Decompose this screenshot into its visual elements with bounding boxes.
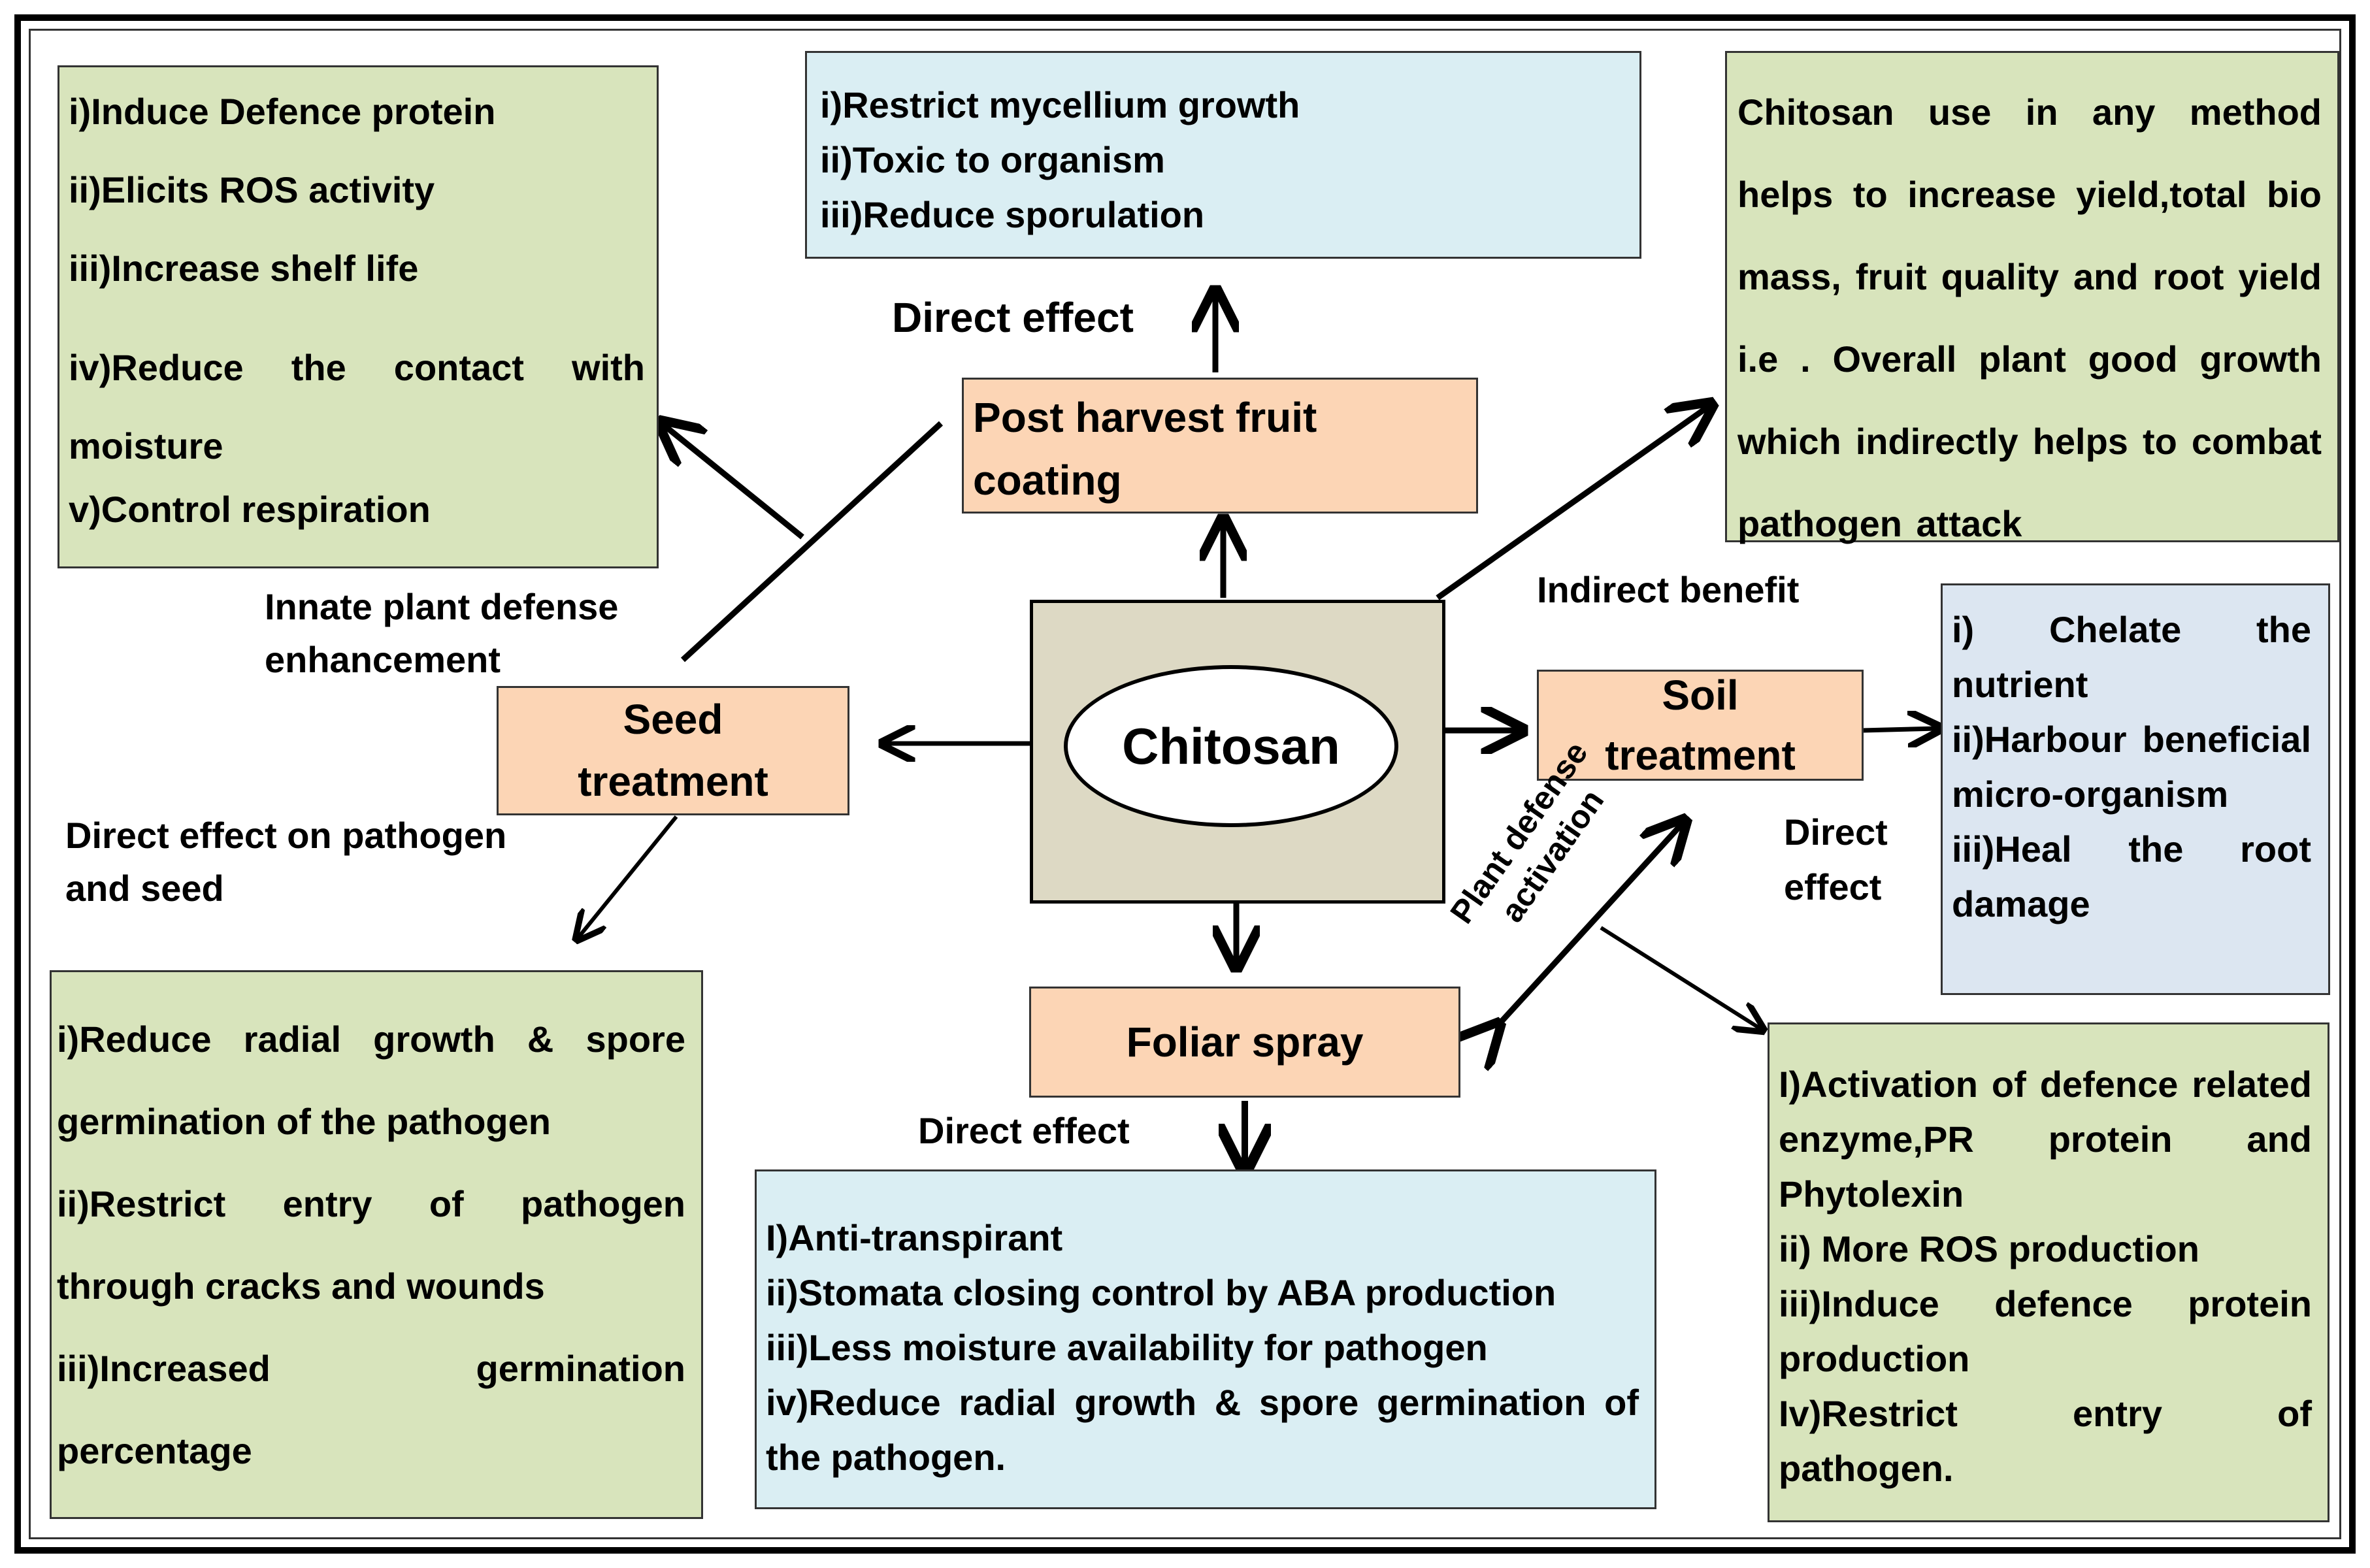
- list-item: ii)Elicits ROS activity: [69, 169, 435, 210]
- top-right-box: Chitosan use in any method helps to incr…: [1725, 51, 2339, 544]
- indirect-benefit-label: Indirect benefit: [1537, 569, 1800, 610]
- post-harvest-box: Post harvest fruit coating: [962, 378, 1478, 514]
- list-item: iii)Reduce sporulation: [820, 194, 1205, 235]
- arrow-to-bottom-left: [578, 815, 678, 938]
- double-arrow-foliar-soil: [1496, 823, 1683, 1027]
- bottom-center-item-2: ii)Stomata closing control by ABA produc…: [766, 1272, 1556, 1313]
- direct-effect-soil-label: Direct effect: [1784, 811, 1888, 907]
- bottom-right-item-2: ii) More ROS production: [1779, 1228, 2199, 1269]
- arrow-to-bottom-right: [1600, 926, 1761, 1029]
- bottom-right-item-1: I)Activation of defence related enzyme,P…: [1779, 1064, 2312, 1215]
- chitosan-label: Chitosan: [1122, 717, 1340, 775]
- direct-effect-pathogen-seed-label: Direct effect on pathogen and seed: [65, 815, 507, 909]
- soil-item-1: i) Chelate the nutrient: [1952, 609, 2311, 705]
- list-item: iii)Increase shelf life: [69, 248, 419, 289]
- bottom-center-item-4: iv)Reduce radial growth & spore germinat…: [766, 1382, 1639, 1478]
- top-center-list: i)Restrict mycellium growth ii)Toxic to …: [820, 78, 1626, 242]
- arrow-to-top-left: [663, 425, 804, 540]
- list-item: v)Control respiration: [69, 488, 431, 530]
- foliar-spray-box: Foliar spray: [1029, 987, 1460, 1098]
- bottom-center-item-3: iii)Less moisture availability for patho…: [766, 1327, 1488, 1368]
- list-item: i)Restrict mycellium growth: [820, 84, 1300, 125]
- arrow-to-top-right: [1436, 406, 1709, 600]
- bottom-left-item-1: i)Reduce radial growth & spore germinati…: [57, 1019, 685, 1142]
- bottom-right-item-3: iii)Induce defence protein production: [1779, 1283, 2312, 1379]
- top-left-list: i)Induce Defence protein ii)Elicits ROS …: [69, 93, 645, 528]
- bottom-left-box: i)Reduce radial growth & spore germinati…: [50, 970, 703, 1519]
- arrow-to-right-soil: [1862, 728, 1937, 730]
- direct-effect-top-label: Direct effect: [892, 294, 1134, 341]
- right-soil-box: i) Chelate the nutrient ii)Harbour benef…: [1941, 583, 2330, 995]
- diagonal-post-harvest-seed: [680, 421, 944, 662]
- top-center-box: i)Restrict mycellium growth ii)Toxic to …: [805, 51, 1641, 259]
- soil-item-3: iii)Heal the root damage: [1952, 828, 2311, 924]
- bottom-right-box: I)Activation of defence related enzyme,P…: [1768, 1022, 2329, 1522]
- soil-treatment-box: Soil treatment: [1537, 670, 1864, 781]
- list-item: ii)Toxic to organism: [820, 139, 1165, 180]
- direct-effect-foliar-label: Direct effect: [918, 1110, 1130, 1151]
- bottom-center-box: I)Anti-transpirant ii)Stomata closing co…: [755, 1169, 1656, 1509]
- top-left-box: i)Induce Defence protein ii)Elicits ROS …: [58, 65, 659, 568]
- soil-item-2: ii)Harbour beneficial micro-organism: [1952, 719, 2311, 815]
- bottom-center-item-1: I)Anti-transpirant: [766, 1217, 1063, 1258]
- bottom-left-item-3: iii)Increased germination percentage: [57, 1348, 685, 1471]
- top-right-text: Chitosan use in any method helps to incr…: [1737, 91, 2322, 544]
- bottom-left-item-2: ii)Restrict entry of pathogen through cr…: [57, 1183, 685, 1307]
- innate-defense-label: Innate plant defense enhancement: [265, 586, 619, 681]
- seed-treatment-label: Seed treatment: [578, 696, 768, 805]
- list-item: iv)Reduce the contact with moisture: [69, 347, 645, 467]
- list-item: i)Induce Defence protein: [69, 91, 496, 132]
- soil-treatment-label: Soil treatment: [1605, 672, 1796, 779]
- inner-frame: [29, 29, 2341, 1539]
- foliar-spray-label: Foliar spray: [1126, 1018, 1364, 1066]
- bottom-right-item-4: Iv)Restrict entry of pathogen.: [1779, 1393, 2312, 1489]
- seed-treatment-box: Seed treatment: [497, 686, 849, 815]
- chitosan-ellipse: Chitosan: [1064, 665, 1398, 827]
- post-harvest-label: Post harvest fruit coating: [973, 394, 1317, 504]
